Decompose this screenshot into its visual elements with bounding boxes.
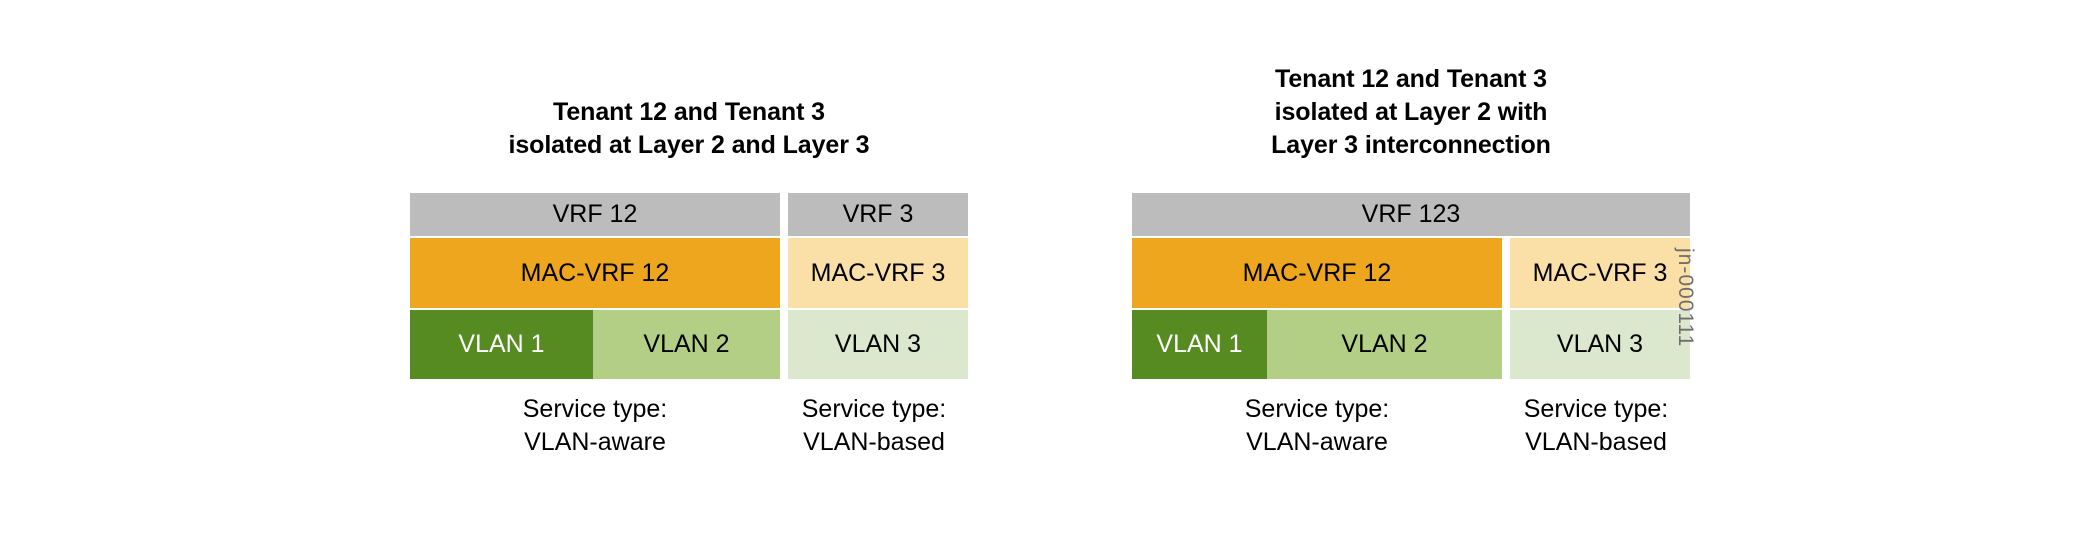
block-mac-vrf-12-label: MAC-VRF 12 xyxy=(1242,258,1392,287)
diagram-left-vlan-row: VLAN 1 VLAN 2 VLAN 3 xyxy=(410,310,968,379)
caption-service-type-value: VLAN-based xyxy=(803,428,945,456)
column-gap xyxy=(780,193,788,236)
block-mac-vrf-12-label: MAC-VRF 12 xyxy=(520,258,670,287)
caption-service-type-vlan-based: Service type: VLAN-based xyxy=(1502,393,1690,459)
block-vrf-123: VRF 123 xyxy=(1132,193,1690,236)
diagram-right-title-line-2: isolated at Layer 2 with xyxy=(1274,98,1548,126)
block-vlan-1-label: VLAN 1 xyxy=(1156,330,1243,358)
block-vrf-123-label: VRF 123 xyxy=(1361,200,1461,228)
column-gap xyxy=(1502,238,1510,308)
block-mac-vrf-3-label: MAC-VRF 3 xyxy=(1532,258,1668,287)
block-vrf-12-label: VRF 12 xyxy=(552,200,638,228)
diagram-right-mac-vrf-row: MAC-VRF 12 MAC-VRF 3 xyxy=(1132,238,1690,308)
diagram-left-mac-vrf-row: MAC-VRF 12 MAC-VRF 3 xyxy=(410,238,968,308)
caption-service-type-vlan-based: Service type: VLAN-based xyxy=(780,393,968,459)
caption-service-type-value: VLAN-aware xyxy=(524,428,666,456)
block-vlan-1: VLAN 1 xyxy=(1132,310,1267,379)
block-vlan-2-label: VLAN 2 xyxy=(1341,330,1428,358)
caption-service-type-label: Service type: xyxy=(1244,395,1390,423)
block-vrf-3-label: VRF 3 xyxy=(842,200,914,228)
diagram-left-vrf-row: VRF 12 VRF 3 xyxy=(410,193,968,236)
block-vlan-3: VLAN 3 xyxy=(1510,310,1690,379)
block-vrf-12: VRF 12 xyxy=(410,193,780,236)
diagram-right-title: Tenant 12 and Tenant 3 isolated at Layer… xyxy=(1132,63,1690,162)
caption-service-type-vlan-aware: Service type: VLAN-aware xyxy=(410,393,780,459)
block-vlan-1-label: VLAN 1 xyxy=(458,330,545,358)
diagram-left-title: Tenant 12 and Tenant 3 isolated at Layer… xyxy=(410,96,968,162)
block-vlan-2: VLAN 2 xyxy=(593,310,780,379)
diagram-left-title-line-2: isolated at Layer 2 and Layer 3 xyxy=(508,131,870,159)
caption-service-type-vlan-aware: Service type: VLAN-aware xyxy=(1132,393,1502,459)
caption-service-type-value: VLAN-aware xyxy=(1246,428,1388,456)
column-gap xyxy=(1502,310,1510,379)
column-gap xyxy=(780,310,788,379)
diagram-left-captions: Service type: VLAN-aware Service type: V… xyxy=(410,393,968,459)
block-mac-vrf-3-label: MAC-VRF 3 xyxy=(810,258,946,287)
diagram-right-title-line-3: Layer 3 interconnection xyxy=(1271,131,1551,159)
block-vlan-3: VLAN 3 xyxy=(788,310,968,379)
block-vrf-3: VRF 3 xyxy=(788,193,968,236)
block-mac-vrf-3: MAC-VRF 3 xyxy=(788,238,968,308)
diagram-left-title-line-1: Tenant 12 and Tenant 3 xyxy=(553,98,825,126)
figure-id-watermark: jn-000111 xyxy=(1674,248,1697,348)
caption-service-type-label: Service type: xyxy=(1523,395,1669,423)
diagram-right-vlan-row: VLAN 1 VLAN 2 VLAN 3 xyxy=(1132,310,1690,379)
block-mac-vrf-12: MAC-VRF 12 xyxy=(1132,238,1502,308)
caption-service-type-value: VLAN-based xyxy=(1525,428,1667,456)
diagram-right-title-line-1: Tenant 12 and Tenant 3 xyxy=(1275,65,1547,93)
block-vlan-2-label: VLAN 2 xyxy=(643,330,730,358)
block-mac-vrf-12: MAC-VRF 12 xyxy=(410,238,780,308)
column-gap xyxy=(780,238,788,308)
block-vlan-3-label: VLAN 3 xyxy=(834,330,922,358)
block-vlan-1: VLAN 1 xyxy=(410,310,593,379)
diagram-right-vrf-row: VRF 123 xyxy=(1132,193,1690,236)
block-mac-vrf-3: MAC-VRF 3 xyxy=(1510,238,1690,308)
diagram-right-captions: Service type: VLAN-aware Service type: V… xyxy=(1132,393,1690,459)
caption-service-type-label: Service type: xyxy=(522,395,668,423)
diagram-left-stack: VRF 12 VRF 3 MAC-VRF 12 MAC-VRF 3 VLAN 1… xyxy=(410,193,968,379)
block-vlan-3-label: VLAN 3 xyxy=(1556,330,1644,358)
caption-service-type-label: Service type: xyxy=(801,395,947,423)
diagram-right-stack: VRF 123 MAC-VRF 12 MAC-VRF 3 VLAN 1 VLAN… xyxy=(1132,193,1690,379)
block-vlan-2: VLAN 2 xyxy=(1267,310,1502,379)
